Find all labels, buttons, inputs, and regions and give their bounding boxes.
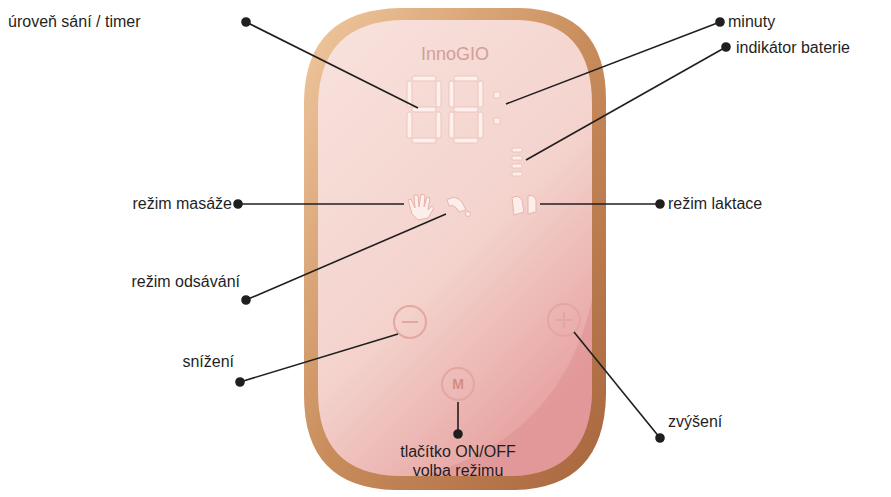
callout-label: minuty [728, 12, 775, 31]
callout-label: režim odsávání [132, 272, 241, 291]
callout-label: tlačítko ON/OFF volba režimu [383, 442, 533, 480]
callout-label: úroveň sání / timer [8, 12, 141, 31]
callout-label: snížení [182, 352, 234, 371]
callout-label: režim masáže [132, 194, 232, 213]
brand-logo: InnoGIO [421, 44, 489, 65]
callout-label: indikátor baterie [736, 38, 850, 57]
callout-label: zvýšení [668, 412, 722, 431]
callout-label: režim laktace [668, 194, 762, 213]
button-symbol: M [452, 376, 464, 392]
